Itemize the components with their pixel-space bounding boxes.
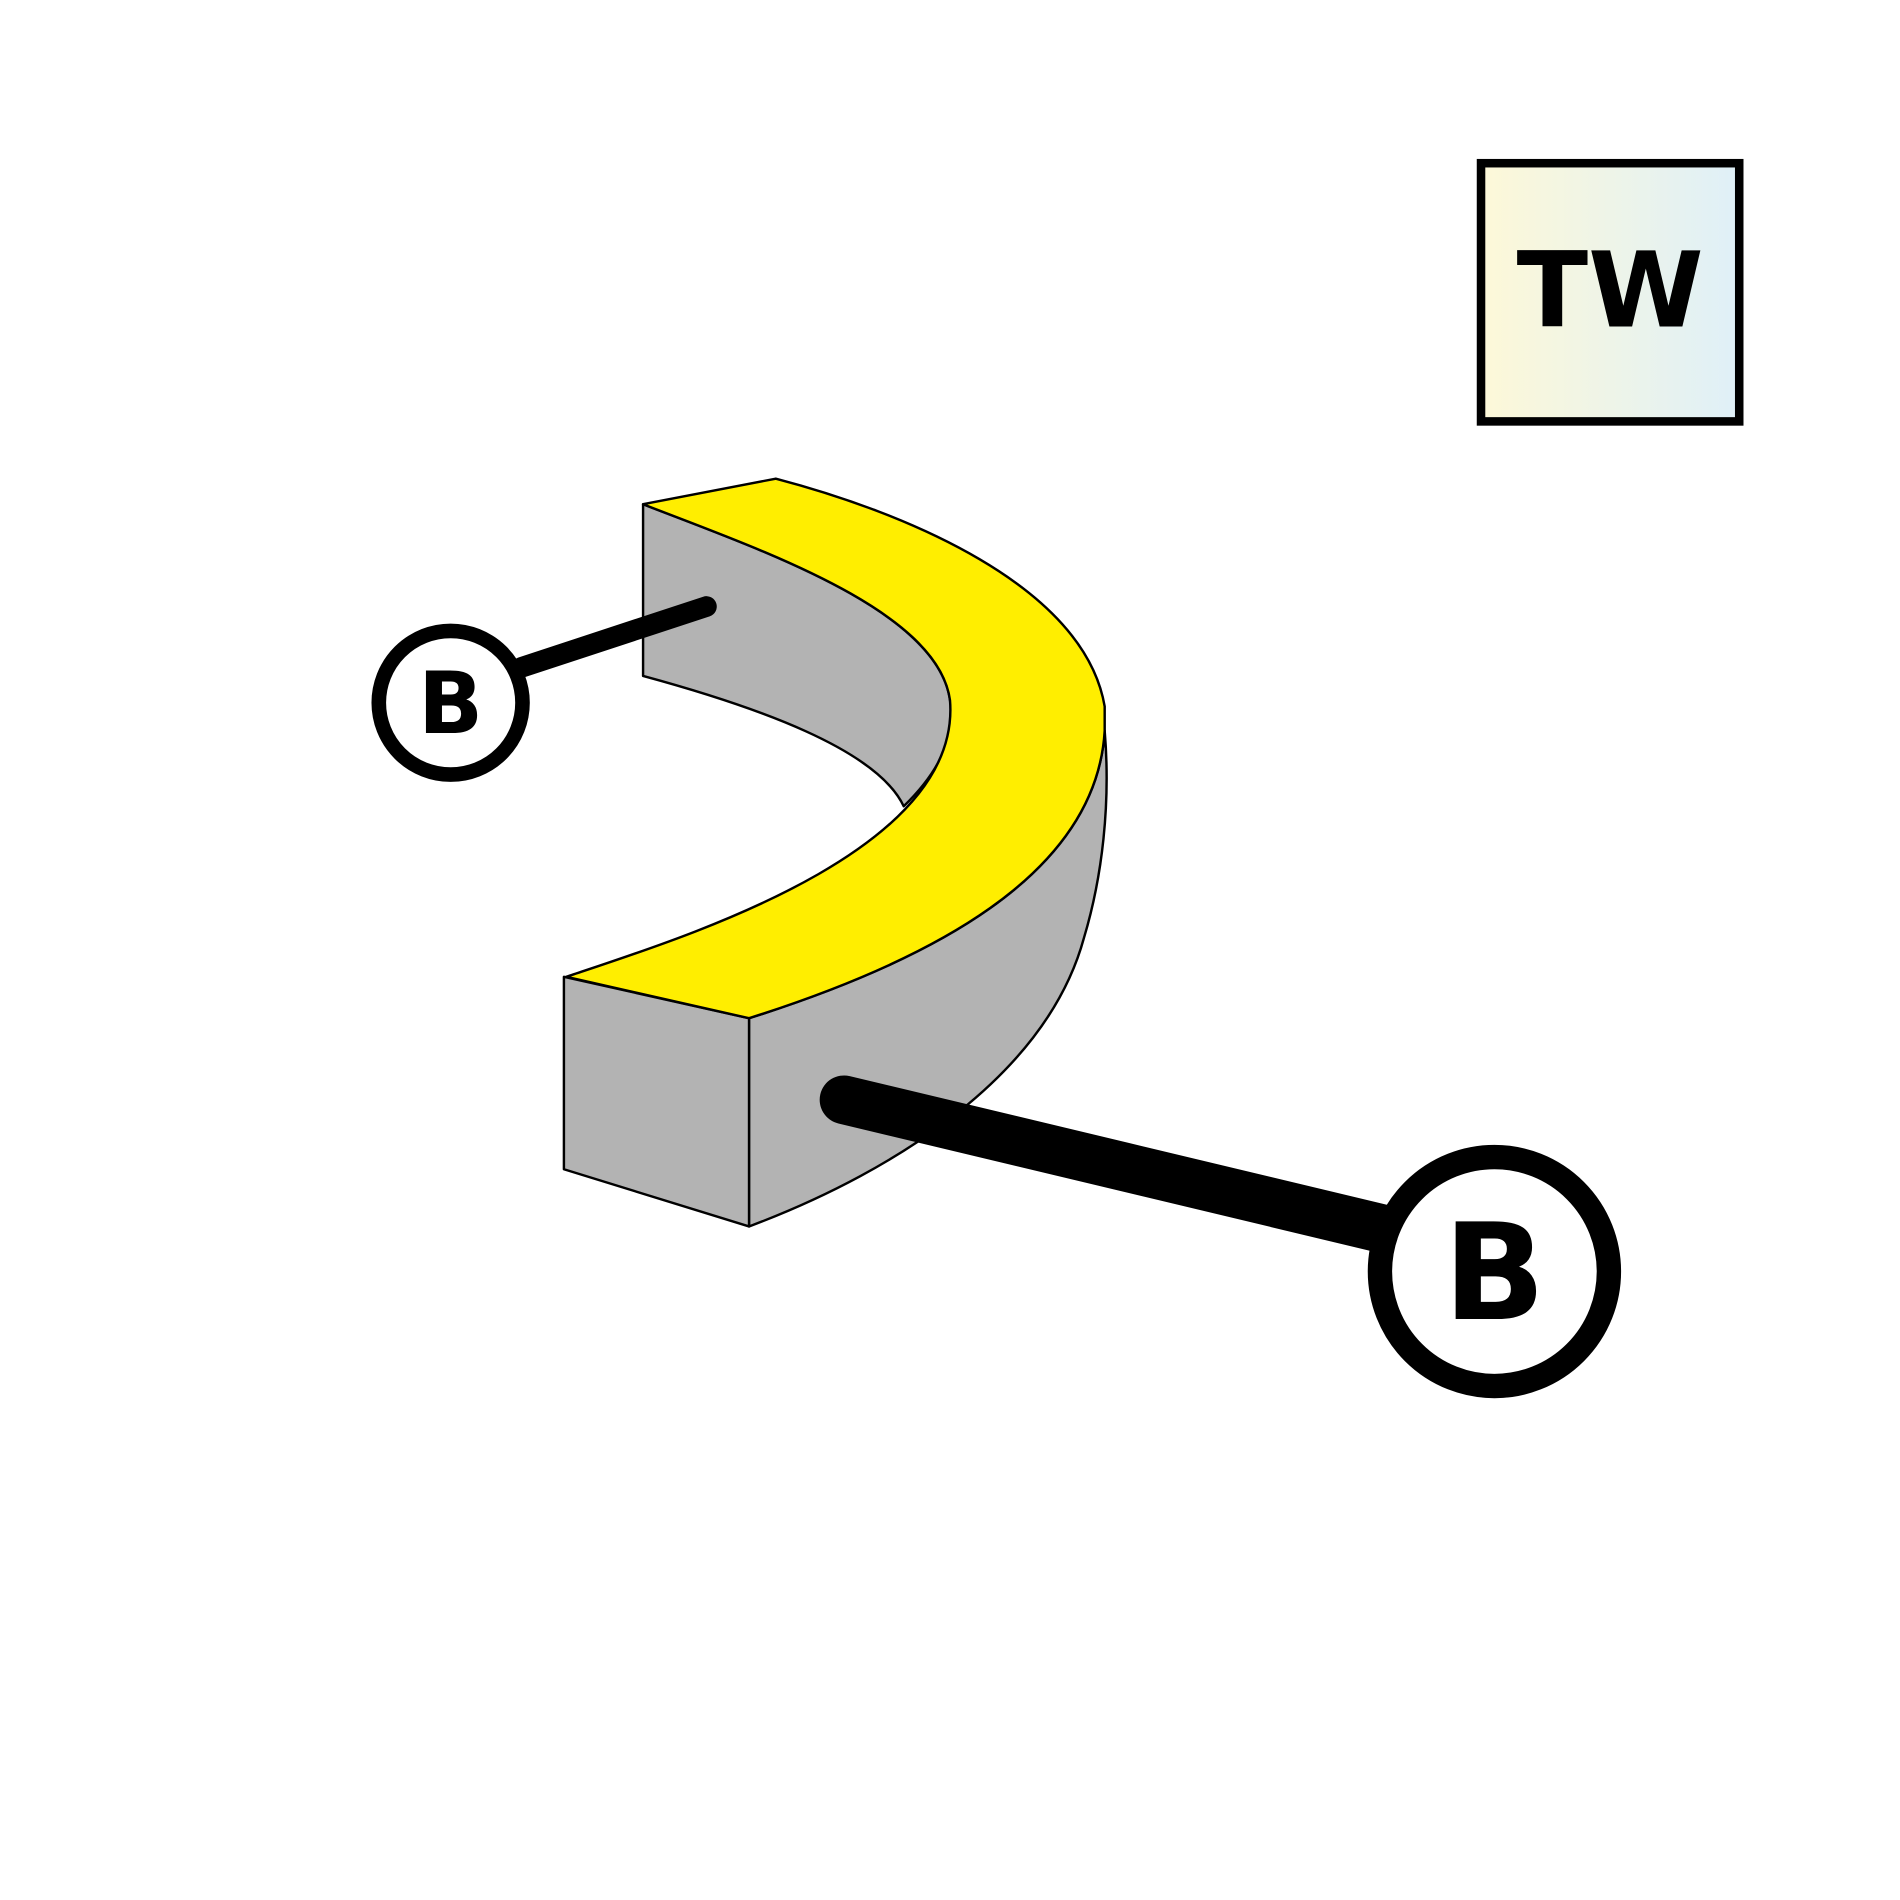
callout-label: B [1443, 1195, 1545, 1351]
leader-line [510, 596, 717, 678]
top-face [565, 477, 1106, 1020]
callout-circle [1367, 1144, 1622, 1399]
badge-text: TW [1517, 229, 1704, 351]
callout-right: B [819, 1075, 1622, 1399]
callout-left: B [371, 596, 717, 782]
tw-badge: TW [1476, 158, 1744, 426]
callout-circle [371, 623, 530, 782]
leader-line [819, 1075, 1413, 1255]
front-face [562, 975, 751, 1228]
callout-label: B [418, 655, 483, 754]
